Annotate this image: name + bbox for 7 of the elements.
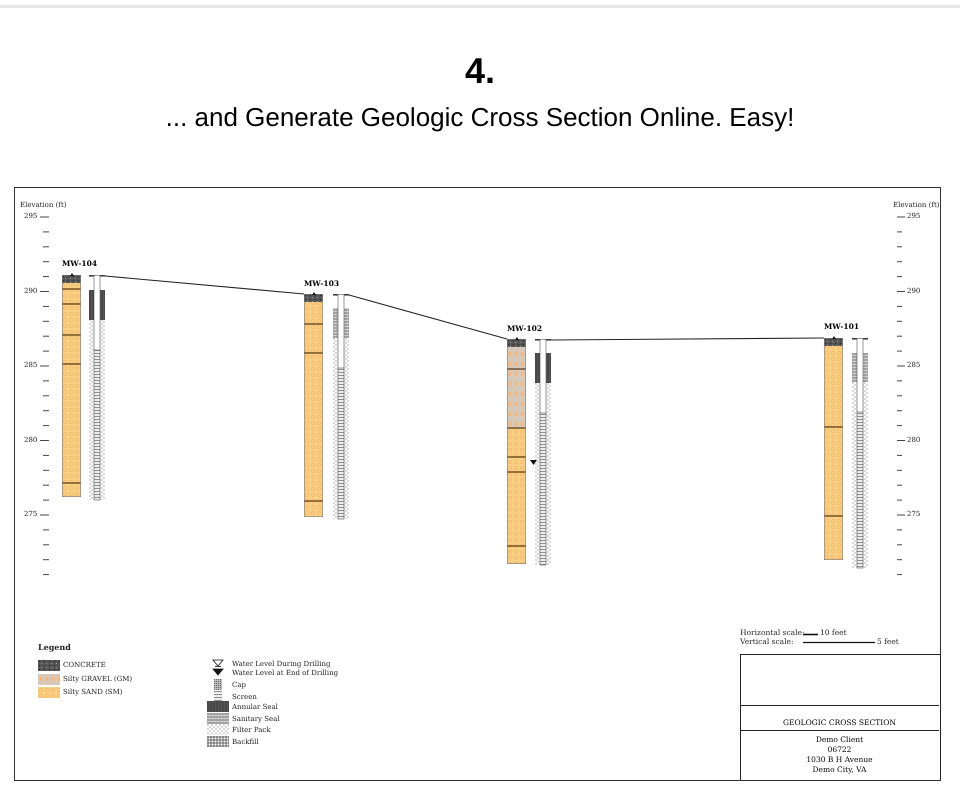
page-title: 4. xyxy=(464,50,496,92)
page-subtitle: ... and Generate Geologic Cross Section Online. Easy! xyxy=(164,102,796,133)
ground-surface-line xyxy=(348,294,508,340)
ground-surface-line xyxy=(104,275,304,295)
title-block-panel xyxy=(740,705,939,731)
legend-title: Legend xyxy=(38,643,71,651)
ground-surface-line xyxy=(551,337,824,341)
